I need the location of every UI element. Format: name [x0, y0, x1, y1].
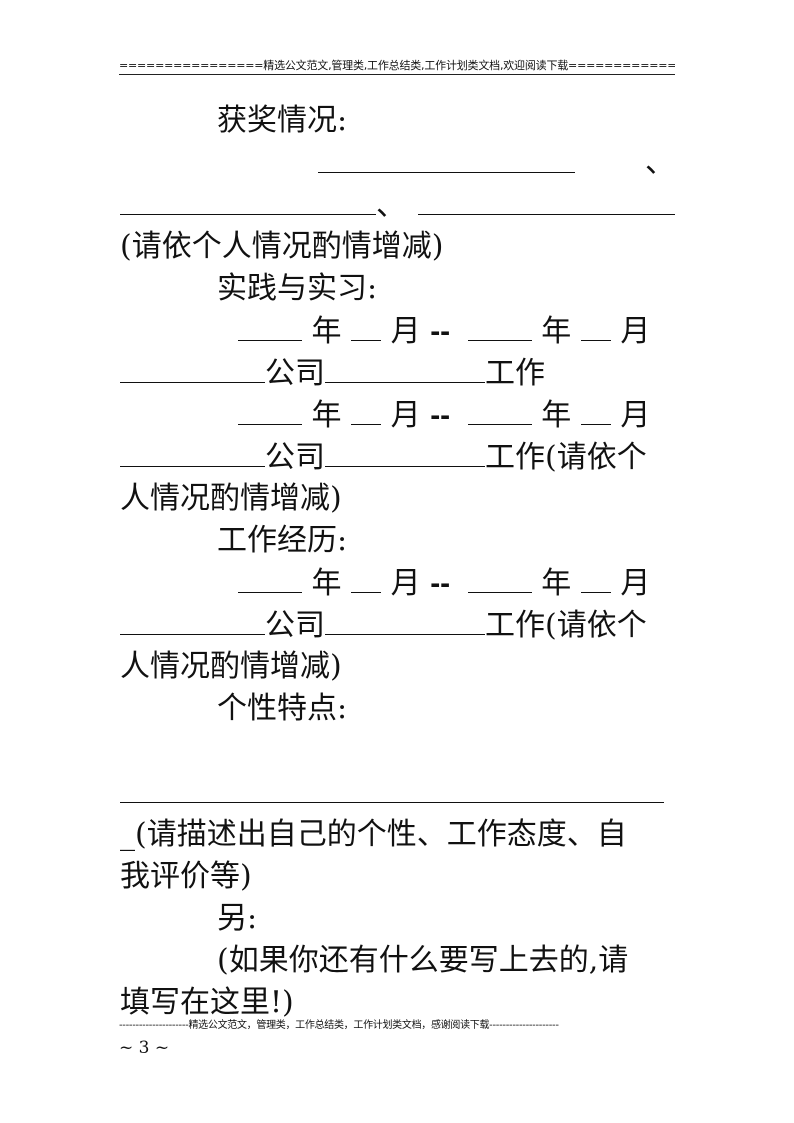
- month-label: 月: [390, 566, 421, 601]
- month-label: 月: [620, 314, 651, 349]
- page-header: ================精选公文范文,管理类,工作总结类,工作计划类文档…: [119, 59, 675, 72]
- work-date-row-1: 年 月 -- 年 月: [238, 562, 650, 604]
- month-label: 月: [620, 566, 651, 601]
- personality-note-2: 我评价等): [120, 859, 252, 894]
- work-company-row-1: 公司 工作(请依个: [120, 604, 647, 646]
- year-label: 年: [541, 314, 572, 349]
- page-number: ~ 3 ~: [119, 1038, 170, 1058]
- company-label: 公司: [265, 608, 325, 643]
- company-label: 公司: [265, 356, 325, 391]
- practice-start-month-blank[interactable]: [351, 394, 382, 425]
- personality-blank[interactable]: [120, 772, 664, 803]
- practice-end-year-blank[interactable]: [467, 394, 532, 425]
- awards-sep-2: 、: [376, 188, 406, 223]
- practice-note-cont: 人情况酌情增减): [120, 481, 342, 516]
- date-dash: --: [430, 315, 451, 348]
- month-label: 月: [390, 314, 421, 349]
- work-label: 工作(请依个: [485, 608, 647, 643]
- work-start-month-blank[interactable]: [351, 562, 382, 593]
- other-note-1: (如果你还有什么要写上去的,请: [217, 943, 629, 978]
- personality-label: 个性特点:: [217, 691, 348, 726]
- work-company-blank[interactable]: [120, 604, 265, 635]
- practice-company-row-2: 公司 工作(请依个: [120, 436, 647, 478]
- awards-blank-1[interactable]: [318, 142, 575, 173]
- practice-company-blank[interactable]: [120, 352, 265, 383]
- personality-note-1: _(请描述出自己的个性、工作态度、自: [120, 817, 627, 852]
- practice-end-month-blank[interactable]: [580, 394, 611, 425]
- practice-start-month-blank[interactable]: [351, 310, 382, 341]
- practice-end-month-blank[interactable]: [580, 310, 611, 341]
- awards-blank-2[interactable]: [120, 184, 376, 215]
- awards-line-2: 、: [120, 184, 675, 226]
- awards-label: 获奖情况:: [217, 103, 348, 138]
- practice-position-blank[interactable]: [325, 436, 485, 467]
- work-start-year-blank[interactable]: [238, 562, 302, 593]
- work-position-blank[interactable]: [325, 604, 485, 635]
- year-label: 年: [311, 398, 342, 433]
- practice-company-row-1: 公司 工作: [120, 352, 545, 394]
- practice-start-year-blank[interactable]: [238, 310, 302, 341]
- awards-sep-1: 、: [645, 145, 675, 180]
- header-rule: [119, 74, 675, 75]
- practice-date-row-1: 年 月 -- 年 月: [238, 310, 650, 352]
- other-note-2: 填写在这里!): [120, 985, 294, 1020]
- awards-line-1: [318, 142, 575, 184]
- work-note-cont: 人情况酌情增减): [120, 649, 342, 684]
- year-label: 年: [541, 398, 572, 433]
- practice-company-blank[interactable]: [120, 436, 265, 467]
- awards-blank-3[interactable]: [418, 184, 675, 215]
- work-label: 工作: [485, 356, 545, 391]
- practice-end-year-blank[interactable]: [467, 310, 532, 341]
- practice-start-year-blank[interactable]: [238, 394, 302, 425]
- company-label: 公司: [265, 440, 325, 475]
- work-end-year-blank[interactable]: [467, 562, 532, 593]
- month-label: 月: [620, 398, 651, 433]
- year-label: 年: [541, 566, 572, 601]
- page-footer: ---------------------精选公文范文，管理类，工作总结类，工作…: [119, 1020, 559, 1031]
- personality-line: [120, 772, 664, 814]
- other-label: 另:: [217, 901, 258, 936]
- practice-position-blank[interactable]: [325, 352, 485, 383]
- date-dash: --: [430, 399, 451, 432]
- practice-label: 实践与实习:: [217, 271, 378, 306]
- month-label: 月: [390, 398, 421, 433]
- year-label: 年: [311, 566, 342, 601]
- work-label: 工作(请依个: [485, 440, 647, 475]
- year-label: 年: [311, 314, 342, 349]
- work-end-month-blank[interactable]: [580, 562, 611, 593]
- awards-note: (请依个人情况酌情增减): [120, 229, 444, 264]
- practice-date-row-2: 年 月 -- 年 月: [238, 394, 650, 436]
- date-dash: --: [430, 567, 451, 600]
- work-history-label: 工作经历:: [217, 523, 348, 558]
